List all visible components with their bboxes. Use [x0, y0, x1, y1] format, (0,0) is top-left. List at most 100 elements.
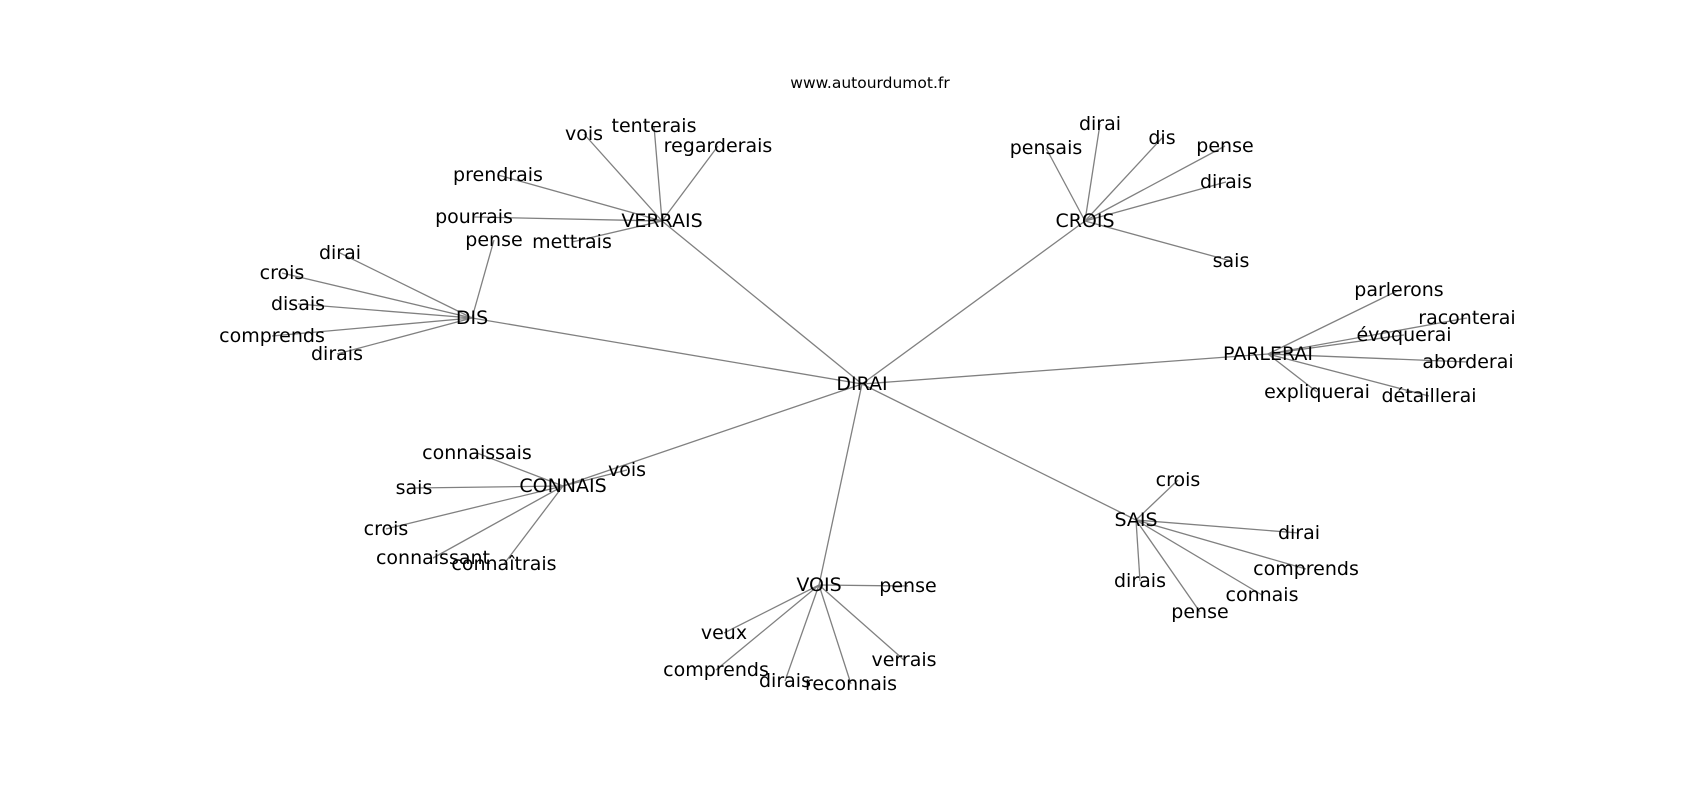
edge-parlerai-leaf	[1267, 353, 1430, 397]
leaf-word: connaissant	[376, 547, 490, 569]
leaf-word: dirais	[1200, 171, 1252, 193]
edge-connais-leaf	[413, 485, 564, 489]
leaf-word: verrais	[871, 649, 936, 671]
leaf-word: dirai	[319, 242, 361, 264]
edge-connais-leaf	[562, 469, 628, 487]
edge-crois-leaf	[1045, 147, 1086, 222]
leaf-word: dirai	[1079, 113, 1121, 135]
edge-parlerai-leaf	[1267, 353, 1318, 393]
edge-sais-leaf	[1135, 519, 1307, 570]
edge-sais-leaf	[1135, 519, 1201, 613]
leaf-word: tenterais	[612, 115, 697, 137]
edge-dis-leaf	[297, 303, 473, 319]
edge-verrais-leaf	[497, 174, 663, 222]
edge-dis-leaf	[471, 239, 495, 319]
edge-vois-leaf	[818, 584, 909, 587]
leaf-word: dirais	[1114, 570, 1166, 592]
edge-center-to-verrais	[661, 220, 863, 385]
edge-vois-leaf	[723, 584, 820, 634]
leaf-word: crois	[1156, 469, 1201, 491]
edge-parlerai-leaf	[1267, 334, 1405, 355]
center-word: DIRAI	[836, 373, 887, 395]
leaf-word: parlerons	[1354, 279, 1443, 301]
leaf-word: dirais	[311, 343, 363, 365]
leaf-word: pense	[465, 229, 522, 251]
leaf-word: expliquerai	[1264, 381, 1370, 403]
edge-connais-leaf	[476, 452, 564, 487]
leaf-word: sais	[1213, 250, 1250, 272]
edge-parlerai-leaf	[1267, 289, 1400, 355]
leaf-word: dirais	[759, 670, 811, 692]
edge-crois-leaf	[1084, 145, 1226, 222]
edge-center-to-parlerai	[861, 353, 1269, 385]
leaf-word: détaillerai	[1381, 385, 1476, 407]
edge-verrais-leaf	[661, 145, 719, 222]
edge-vois-leaf	[818, 584, 905, 661]
hub-word-connais: CONNAIS	[519, 475, 606, 497]
edge-vois-leaf	[784, 584, 820, 682]
edge-center-to-sais	[861, 383, 1137, 521]
edge-crois-leaf	[1084, 137, 1163, 222]
leaf-word: évoquerai	[1356, 324, 1451, 346]
edge-center-to-vois	[818, 383, 863, 586]
edge-verrais-leaf	[653, 125, 663, 222]
leaf-word: connaîtrais	[451, 553, 556, 575]
edge-sais-leaf	[1135, 479, 1179, 521]
leaf-word: crois	[364, 518, 409, 540]
hub-word-sais: SAIS	[1114, 509, 1157, 531]
leaf-word: connais	[1226, 584, 1299, 606]
leaf-word: pense	[1196, 135, 1253, 157]
leaf-word: pensais	[1010, 137, 1083, 159]
edge-sais-leaf	[1135, 519, 1300, 534]
edge-verrais-leaf	[571, 220, 663, 243]
edge-verrais-leaf	[583, 133, 663, 222]
edge-dis-leaf	[281, 272, 473, 319]
leaf-word: raconterai	[1418, 307, 1515, 329]
leaf-word: dis	[1148, 127, 1175, 149]
edge-connais-leaf	[503, 485, 564, 565]
leaf-word: vois	[608, 459, 646, 481]
leaf-word: comprends	[663, 659, 769, 681]
leaf-word: veux	[701, 622, 747, 644]
hub-word-vois: VOIS	[796, 574, 841, 596]
edge-center-to-crois	[861, 220, 1086, 385]
leaf-word: connaissais	[422, 442, 532, 464]
hub-word-dis: DIS	[456, 307, 488, 329]
leaf-word: comprends	[219, 325, 325, 347]
hub-word-parlerai: PARLERAI	[1223, 343, 1313, 365]
site-url: www.autourdumot.fr	[790, 74, 950, 92]
edge-parlerai-leaf	[1267, 317, 1468, 355]
edge-center-to-dis	[471, 317, 863, 385]
edge-connais-leaf	[432, 485, 564, 559]
leaf-word: regarderais	[664, 135, 773, 157]
edge-dis-leaf	[336, 317, 473, 355]
leaf-word: comprends	[1253, 558, 1359, 580]
edge-sais-leaf	[1135, 519, 1141, 582]
hub-word-crois: CROIS	[1055, 210, 1114, 232]
leaf-word: sais	[396, 477, 433, 499]
edge-center-to-connais	[562, 383, 863, 487]
leaf-word: vois	[565, 123, 603, 145]
leaf-word: prendrais	[453, 164, 543, 186]
edge-crois-leaf	[1084, 220, 1232, 262]
edge-parlerai-leaf	[1267, 353, 1469, 363]
leaf-word: reconnais	[805, 673, 897, 695]
leaf-word: mettrais	[532, 231, 612, 253]
edge-verrais-leaf	[473, 216, 663, 222]
edge-vois-leaf	[715, 584, 820, 671]
graph-edges	[271, 123, 1469, 685]
leaf-word: crois	[260, 262, 305, 284]
leaf-word: pourrais	[435, 206, 513, 228]
leaf-word: aborderai	[1422, 351, 1513, 373]
hub-word-verrais: VERRAIS	[621, 210, 702, 232]
edge-connais-leaf	[385, 485, 564, 530]
edge-crois-leaf	[1084, 181, 1227, 222]
edge-dis-leaf	[339, 252, 473, 319]
edge-sais-leaf	[1135, 519, 1263, 596]
edge-crois-leaf	[1084, 123, 1101, 222]
leaf-word: disais	[271, 293, 325, 315]
leaf-word: pense	[879, 575, 936, 597]
leaf-word: dirai	[1278, 522, 1320, 544]
